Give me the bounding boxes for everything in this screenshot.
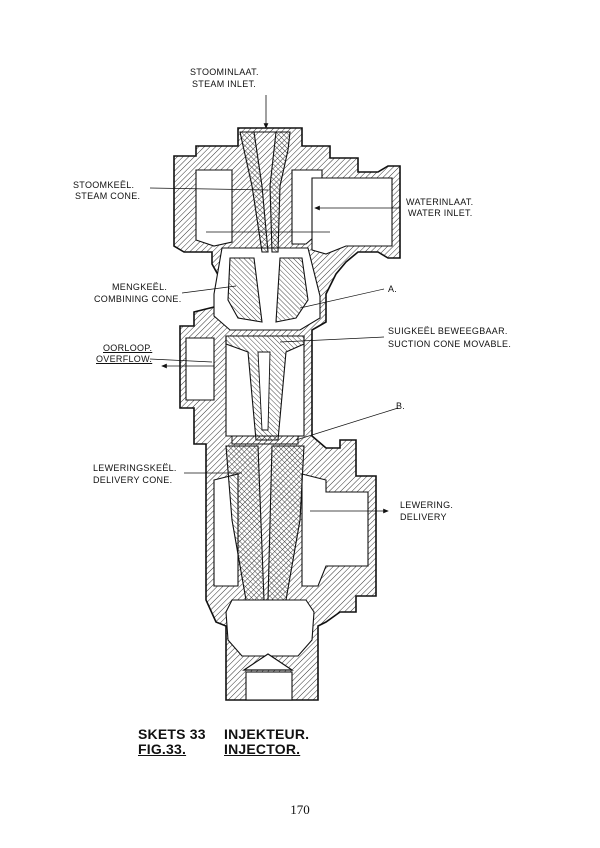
delivery-cone <box>225 445 305 601</box>
caption-title-en: INJECTOR. <box>224 741 301 757</box>
water-inlet-passage <box>311 177 393 255</box>
suction-cone-label-af: SUIGKEËL BEWEEGBAAR. <box>388 326 508 336</box>
steam-inlet-label-en: STEAM INLET. <box>192 79 257 89</box>
water-inlet-label-af: WATERINLAAT. <box>406 197 474 207</box>
suction-cone-label-en: SUCTION CONE MOVABLE. <box>388 339 512 349</box>
steam-inlet-label-af: STOOMINLAAT. <box>190 67 259 77</box>
delivery-label-af: LEWERING. <box>400 500 454 510</box>
delivery-cone-label-en: DELIVERY CONE. <box>93 475 173 485</box>
steam-cone-label-af: STOOMKEËL. <box>73 180 135 190</box>
caption-title-af: INJEKTEUR. <box>224 726 310 742</box>
water-inlet-label-en: WATER INLET. <box>408 208 473 218</box>
steam-cone <box>239 131 291 253</box>
combining-cone-label-en: COMBINING CONE. <box>94 294 182 304</box>
point-a-label: A. <box>388 284 398 294</box>
suction-cone <box>225 335 305 445</box>
leader-lines <box>149 187 399 474</box>
caption-sketch-af: SKETS 33 <box>138 726 206 742</box>
steam-cone-label-en: STEAM CONE. <box>75 191 141 201</box>
delivery-cone-label-af: LEWERINGSKEËL. <box>93 463 177 473</box>
combining-cone <box>227 257 309 323</box>
combining-cone-label-af: MENGKEËL. <box>112 282 168 292</box>
flow-lines <box>161 95 400 514</box>
overflow-label-af: OORLOOP. <box>103 343 153 353</box>
delivery-label-en: DELIVERY <box>400 512 447 522</box>
overflow-label-en: OVERFLOW. <box>96 354 153 364</box>
point-b-label: B. <box>396 401 406 411</box>
bottom-cap <box>242 653 294 701</box>
caption-fig-en: FIG.33. <box>138 741 187 757</box>
page-number: 170 <box>290 802 310 817</box>
